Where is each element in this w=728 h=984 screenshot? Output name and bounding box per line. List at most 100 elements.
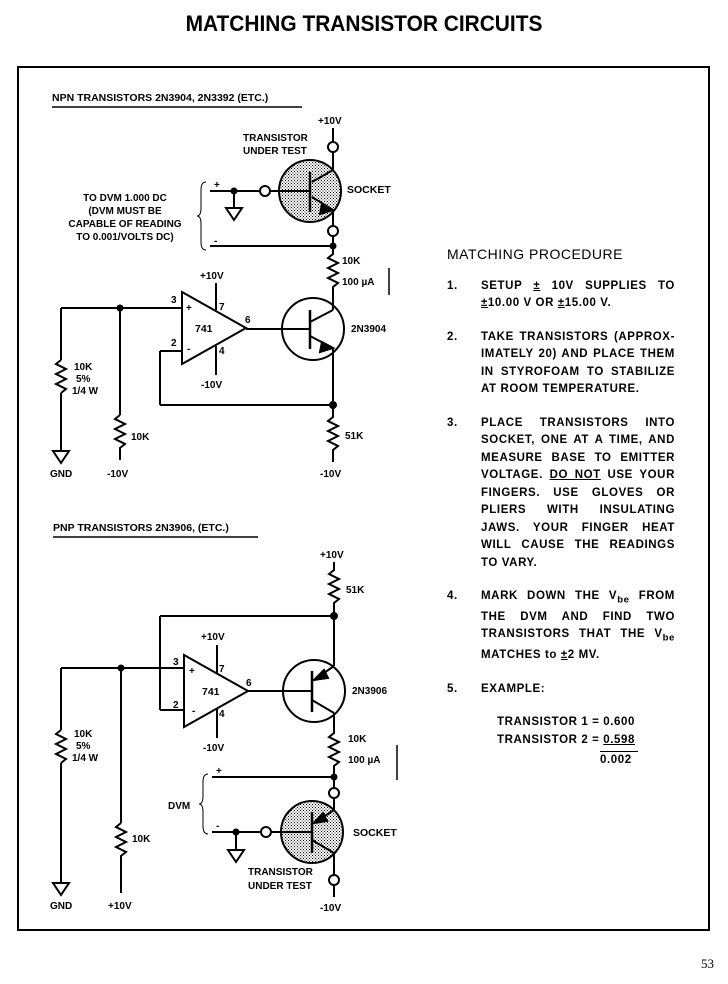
pnp-gnd-label: GND bbox=[50, 901, 72, 912]
npn-r-divider-label-3: 1/4 W bbox=[72, 386, 99, 397]
step-text: USE YOUR FINGERS. USE GLOVES OR PLIERS W… bbox=[481, 469, 675, 569]
npn-socket-pin-base bbox=[259, 185, 271, 197]
step-number: 3. bbox=[447, 416, 458, 429]
pnp-r-collector-label: 10K bbox=[348, 734, 367, 745]
pnp-ground-symbol bbox=[226, 849, 246, 864]
matching-procedure: MATCHING PROCEDURE 1. SETUP ± 10V SUPPLI… bbox=[447, 246, 675, 770]
step-number: 5. bbox=[447, 682, 458, 695]
example-label: TRANSISTOR 1 = bbox=[497, 716, 604, 729]
pnp-socket-label: SOCKET bbox=[353, 827, 397, 839]
step-number: 1. bbox=[447, 279, 458, 292]
npn-opamp-vminus: -10V bbox=[201, 380, 222, 391]
pnp-dvm-brace bbox=[198, 773, 209, 835]
pnp-supply-bottom: -10V bbox=[320, 903, 341, 914]
procedure-step: 5. EXAMPLE: bbox=[447, 681, 675, 699]
step-text: FROM THE DVM AND FIND TWO TRANSISTORS TH… bbox=[481, 590, 675, 641]
step-text: 10V SUPPLIES TO bbox=[540, 279, 675, 292]
npn-opamp bbox=[181, 290, 249, 366]
pnp-resistor-bias bbox=[113, 822, 129, 893]
pnp-dut-label-2: UNDER TEST bbox=[248, 881, 312, 892]
pnp-socket-pin-collector bbox=[328, 874, 340, 886]
subscript-be: be bbox=[662, 632, 675, 644]
pnp-r-divider-label-3: 1/4 W bbox=[72, 753, 99, 764]
step-number: 4. bbox=[447, 590, 458, 602]
procedure-step: 3. PLACE TRANSISTORS INTO SOCKET, ONE AT… bbox=[447, 415, 675, 573]
npn-resistor-collector bbox=[325, 246, 341, 294]
pnp-transistor-label: 2N3906 bbox=[352, 686, 387, 697]
npn-dut-emitter-arrow bbox=[318, 202, 336, 216]
pnp-opamp-vplus: +10V bbox=[201, 632, 225, 643]
pnp-resistor-emitter bbox=[326, 562, 342, 616]
npn-resistor-emitter bbox=[325, 405, 341, 462]
pnp-current-label: 100 µA bbox=[348, 755, 380, 766]
pnp-dut-label-1: TRANSISTOR bbox=[248, 867, 314, 878]
step-text: 2 MV. bbox=[567, 649, 600, 662]
step-text: PLACE TRANSISTORS INTO SOCKET, ONE AT A … bbox=[481, 416, 675, 482]
npn-opamp-vplus: +10V bbox=[200, 271, 224, 282]
pnp-dvm-plus: + bbox=[216, 766, 222, 777]
pnp-opamp-plus: + bbox=[189, 666, 195, 677]
npn-dvm-note-4: TO 0.001/VOLTS DC) bbox=[76, 232, 173, 243]
page-title: MATCHING TRANSISTOR CIRCUITS bbox=[185, 11, 543, 36]
plus-minus-sign: ± bbox=[481, 297, 488, 309]
npn-dut-label-1: TRANSISTOR bbox=[243, 133, 309, 144]
pnp-dut-emitter-arrow bbox=[311, 811, 329, 825]
npn-r-bias-label: 10K bbox=[131, 432, 150, 443]
example-value: 0.600 bbox=[603, 716, 636, 729]
pnp-dvm-minus: - bbox=[216, 821, 219, 832]
procedure-step: 2. TAKE TRANSISTORS (APPROX-IMATELY 20) … bbox=[447, 329, 675, 399]
step-number: 2. bbox=[447, 330, 458, 343]
pnp-pin-4: 4 bbox=[219, 709, 225, 720]
npn-current-label: 100 µA bbox=[342, 277, 374, 288]
npn-circuit: NPN TRANSISTORS 2N3904, 2N3392 (ETC.) +1… bbox=[50, 92, 391, 480]
pnp-opamp-label: 741 bbox=[202, 686, 220, 698]
procedure-heading: MATCHING PROCEDURE bbox=[447, 246, 623, 262]
example-row-1: TRANSISTOR 1 = 0.600 bbox=[497, 714, 675, 732]
npn-pin-2: 2 bbox=[171, 338, 177, 349]
example-calculation: TRANSISTOR 1 = 0.600 TRANSISTOR 2 = 0.59… bbox=[497, 714, 675, 770]
pnp-bias-supply-label: +10V bbox=[108, 901, 132, 912]
pnp-dvm-label: DVM bbox=[168, 801, 190, 812]
npn-pin-4: 4 bbox=[219, 346, 225, 357]
pnp-resistor-collector bbox=[326, 728, 342, 777]
step-text: SETUP bbox=[481, 279, 534, 292]
npn-socket-pin-emitter bbox=[327, 225, 339, 237]
npn-gnd-label: GND bbox=[50, 469, 72, 480]
npn-r-emitter-label: 51K bbox=[345, 431, 364, 442]
procedure-step: 4. MARK DOWN THE Vbe FROM THE DVM AND FI… bbox=[447, 588, 675, 665]
subscript-be: be bbox=[617, 594, 630, 606]
step-text: MATCHES to bbox=[481, 649, 561, 662]
content-frame bbox=[17, 66, 710, 931]
npn-dvm-note-2: (DVM MUST BE bbox=[88, 206, 162, 217]
example-label: TRANSISTOR 2 = bbox=[497, 733, 604, 746]
pnp-emitter-arrow bbox=[311, 668, 330, 682]
npn-dvm-note-1: TO DVM 1.000 DC bbox=[83, 193, 167, 204]
step-text: MARK DOWN THE V bbox=[481, 590, 618, 602]
pnp-opamp-vminus: -10V bbox=[203, 743, 224, 754]
npn-dut-label-2: UNDER TEST bbox=[243, 146, 307, 157]
npn-resistor-divider bbox=[53, 359, 69, 394]
npn-socket-pin-collector bbox=[327, 141, 339, 153]
npn-dvm-brace bbox=[196, 181, 207, 251]
pnp-socket-pin-base bbox=[260, 826, 272, 838]
pnp-pin-3: 3 bbox=[173, 657, 179, 668]
npn-opamp-label: 741 bbox=[195, 323, 213, 335]
npn-r-divider-label-1: 10K bbox=[74, 362, 93, 373]
npn-r-divider-label-2: 5% bbox=[76, 374, 91, 385]
npn-pin-7: 7 bbox=[219, 302, 225, 313]
npn-resistor-bias bbox=[112, 414, 128, 460]
example-difference-row: 0.002 bbox=[600, 751, 638, 770]
npn-gnd-symbol bbox=[51, 450, 71, 465]
npn-socket-label: SOCKET bbox=[347, 184, 391, 196]
npn-r-collector-label: 10K bbox=[342, 256, 361, 267]
example-value: 0.598 bbox=[603, 733, 636, 746]
emphasis-do-not: DO NOT bbox=[549, 469, 601, 481]
pnp-gnd-symbol bbox=[51, 882, 71, 897]
npn-dvm-minus: - bbox=[214, 236, 217, 247]
pnp-supply-top: +10V bbox=[320, 550, 344, 561]
example-difference: 0.002 bbox=[600, 754, 632, 767]
example-row-2: TRANSISTOR 2 = 0.598 bbox=[497, 732, 675, 750]
npn-ground-symbol bbox=[224, 207, 244, 222]
pnp-socket-pin-emitter bbox=[328, 787, 340, 799]
